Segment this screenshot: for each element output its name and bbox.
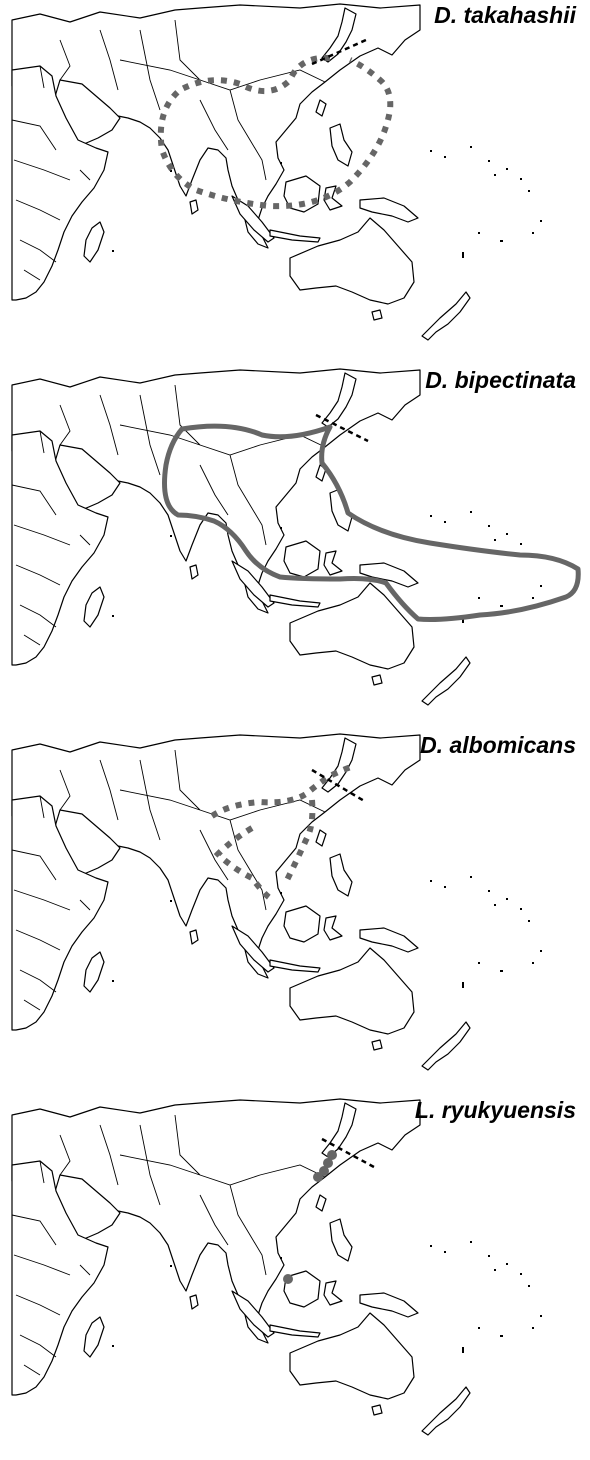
record-point [323,1158,333,1168]
record-point [319,1166,329,1176]
world-map [11,1098,542,1436]
northern-limit-line [321,1137,375,1169]
map-panel: L. ryukyuensis [0,1095,590,1460]
species-label: L. ryukyuensis [414,1097,576,1123]
map-panel: D. albomicans [0,730,590,1095]
map-panel: D. takahashii [0,0,590,365]
record-point [327,1150,337,1160]
northern-limit-line [311,38,367,66]
world-map [11,733,542,1071]
distribution-range [210,763,355,901]
species-label: D. bipectinata [425,367,576,393]
northern-limit-line [315,413,369,443]
record-point [283,1274,293,1284]
world-map [11,368,581,706]
northern-limit-line [311,768,367,804]
distribution-range [162,423,581,622]
species-label: D. takahashii [434,2,576,28]
distribution-range [157,54,394,210]
world-map [11,3,542,341]
species-label: D. albomicans [420,732,576,758]
map-panel: D. bipectinata [0,365,590,730]
